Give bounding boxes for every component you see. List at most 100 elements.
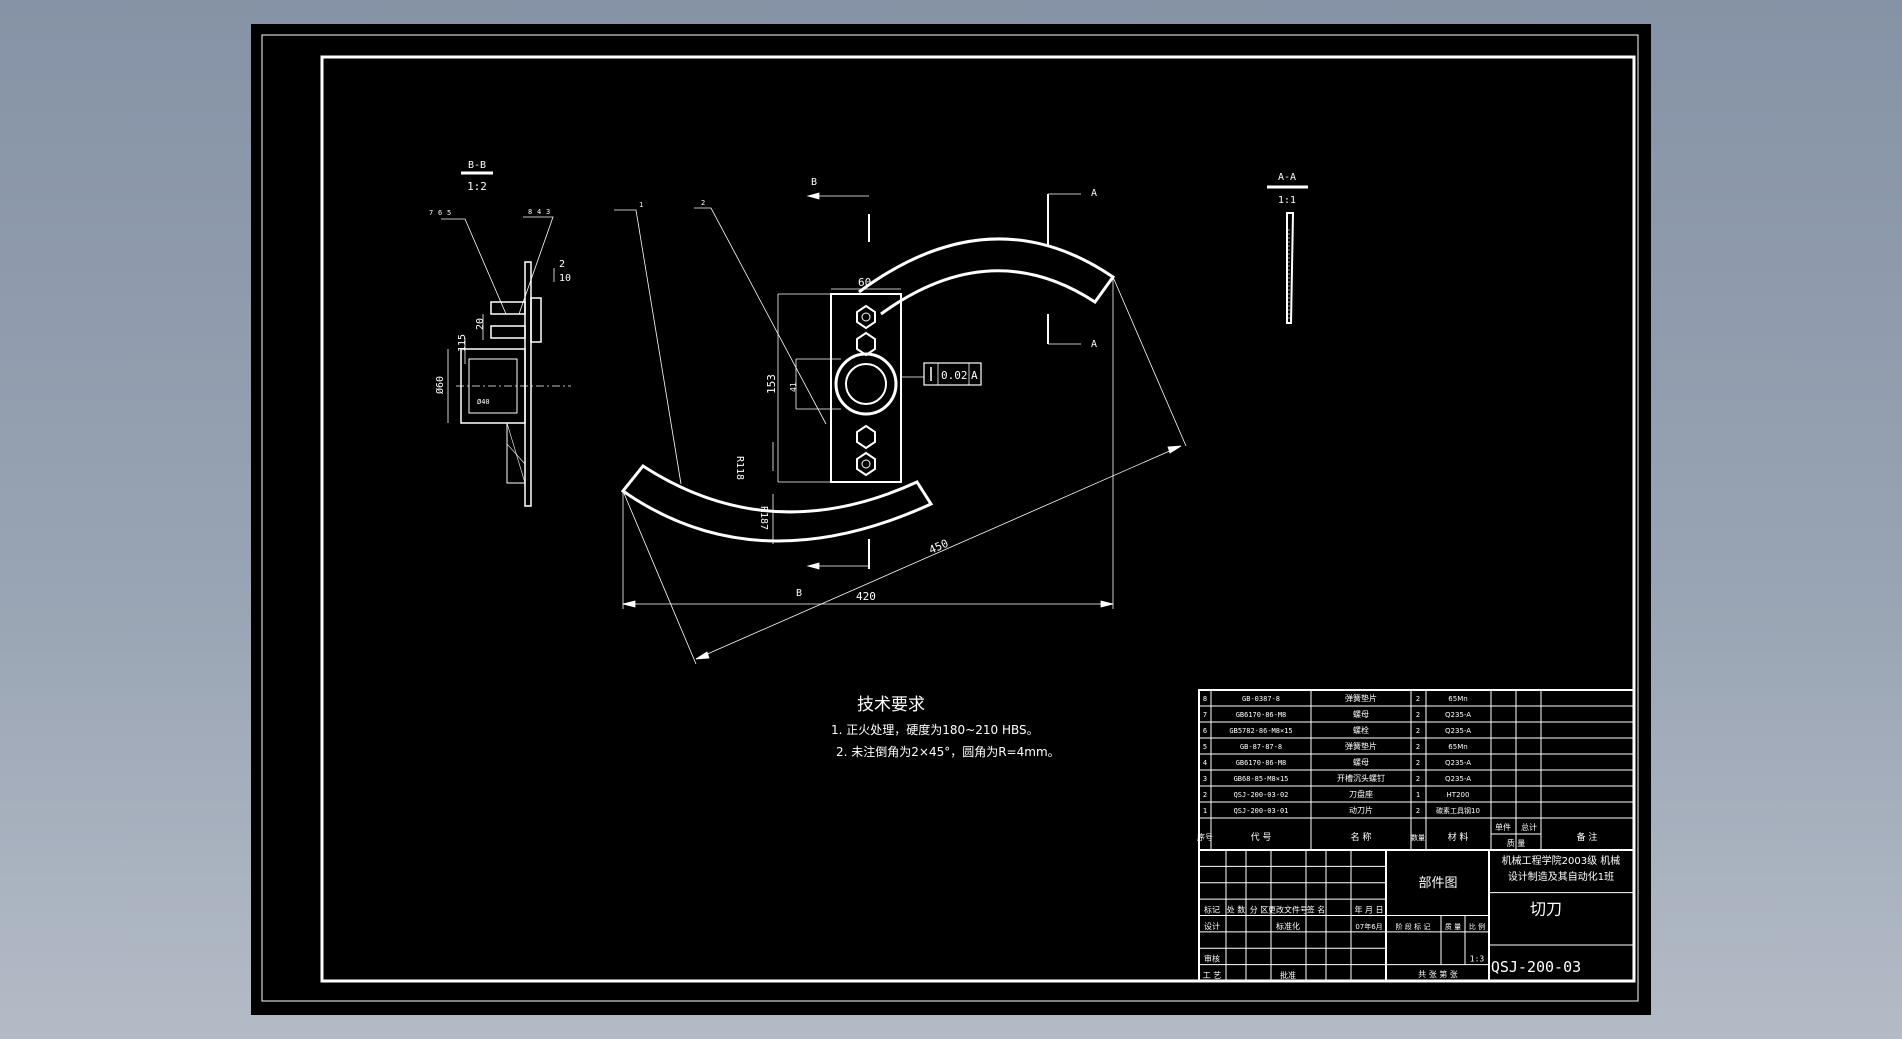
bom-row-material: 碳素工具钢10 [1436,806,1480,815]
cut-label-a-top: A [1091,188,1097,199]
tolerance-value: 0.02 [941,369,968,382]
bolt-hex-4 [856,451,876,477]
bom-header-weight: 质 量 [1507,838,1526,848]
main-dimensions [614,192,1187,665]
bom-row-code: QSJ-200-03-01 [1234,807,1289,815]
dim-420: 420 [856,590,876,603]
tb-label-scale: 比 例 [1469,922,1485,931]
cut-label-a-bottom: A [1091,339,1097,350]
bolt-hex-3 [856,424,876,450]
tb-label-sheets: 共 张 第 张 [1418,969,1458,979]
section-bb-view: B-B 1:2 [429,160,571,507]
tb-label-process: 工 艺 [1203,971,1222,980]
dim-dia60: Ø60 [434,376,446,394]
bom-row-name: 螺栓 [1353,725,1369,735]
bom-row-name: 螺母 [1353,757,1369,767]
bom-row-code: GB5782-86-M8×15 [1229,727,1292,735]
cut-label-b-top: B [811,177,817,188]
tech-title: 技术要求 [857,695,925,715]
bom-row-code: QSJ-200-03-02 [1234,791,1289,799]
tb-label-weight: 质 量 [1445,922,1461,931]
bom-header-name: 名 称 [1351,831,1372,843]
main-labels: B B A A 60 153 41 420 450 R118 R187 1 2 … [639,177,1097,603]
svg-text:3: 3 [546,208,550,216]
bom-header-qty: 数量 [1411,833,1425,842]
bom-row-material: Q235-A [1445,759,1471,767]
tb-label-approve: 批准 [1280,970,1296,980]
dim-2: 2 [559,259,565,270]
bom-row-name: 弹簧垫片 [1345,693,1377,703]
lower-blade [620,464,934,543]
bom-row-qty: 2 [1416,743,1420,751]
tb-label-design: 设计 [1204,921,1220,931]
balloon-1: 1 [639,201,643,209]
bom-row-material: Q235-A [1445,727,1471,735]
bom-row-code: GB68-85-M8×15 [1234,775,1289,783]
dim-10: 10 [559,273,571,284]
bom-row-material: Q235-A [1445,711,1471,719]
bom-row-material: 65Mn [1448,743,1467,751]
bom-row-code: GB-87-87-8 [1240,743,1282,751]
dim-153: 153 [765,374,778,394]
tb-label-count: 处 数 [1227,905,1246,915]
tb-part-name: 切刀 [1530,900,1562,919]
main-cutter-view [620,237,1116,543]
tb-label-review: 审核 [1204,954,1220,964]
section-aa-scale: 1:1 [1278,195,1296,206]
tb-label-date: 年 月 日 [1354,905,1383,915]
bom-row-name: 弹簧垫片 [1345,741,1377,751]
bom-row-no: 2 [1203,791,1207,799]
bom-row-qty: 2 [1416,759,1420,767]
dim-r187: R187 [758,506,769,530]
bom-row-qty: 2 [1416,807,1420,815]
dim-bore: Ø40 [477,398,490,406]
svg-text:6: 6 [438,209,442,217]
tolerance-datum: A [971,369,978,382]
bom-row-material: Q235-A [1445,775,1471,783]
drawing-sheet: B-B 1:2 [251,24,1651,1015]
bom-row-material: HT200 [1447,791,1470,799]
bom-header-material: 材 料 [1448,831,1469,843]
tech-line-2: 2. 未注倒角为2×45°，圆角为R=4mm。 [836,744,1060,759]
bom-row-material: 65Mn [1448,695,1467,703]
tb-label-sign: 签 名 [1307,905,1326,915]
bom-row-name: 动刀片 [1349,805,1373,815]
tb-scale-value: 1:3 [1470,955,1485,964]
tb-label-change-doc: 更改文件号 [1268,905,1308,915]
balloon-left-b: 8 [528,208,532,216]
tb-label-zone: 分 区 [1250,906,1269,915]
section-aa-label: A-A [1278,172,1296,183]
outer-frame [261,34,1639,1002]
hub-plate [830,293,902,483]
bom-header-note: 备 注 [1577,831,1598,843]
bom-row-no: 8 [1203,695,1207,703]
bom-row-code: GB6170-86-M8 [1236,759,1287,767]
tb-org-line-1: 机械工程学院2003级 机械 [1502,854,1621,867]
dim-115: 115 [457,334,468,352]
bom-row-no: 1 [1203,807,1207,815]
tb-label-stage: 阶 段 标 记 [1396,922,1431,931]
bolt-hex-1 [856,304,876,330]
svg-text:5: 5 [447,209,451,217]
tb-org-line-2: 设计制造及其自动化1班 [1508,870,1614,883]
tb-label-date-value: 07年6月 [1355,922,1382,931]
bom-row-name: 刀盘座 [1349,789,1373,799]
dim-r118: R118 [734,456,745,480]
drawing-canvas[interactable]: B-B 1:2 [251,24,1651,1015]
bom-row-no: 3 [1203,775,1207,783]
bom-row-no: 6 [1203,727,1207,735]
balloon-2: 2 [701,199,705,207]
tech-requirements: 技术要求 1. 正火处理，硬度为180~210 HBS。 2. 未注倒角为2×4… [831,695,1060,759]
bom-row-qty: 2 [1416,695,1420,703]
bom-row-no: 7 [1203,711,1207,719]
section-aa-view: A-A 1:1 [1267,172,1308,324]
bom-row-name: 开槽沉头螺钉 [1337,773,1385,783]
tb-label-mark: 标记 [1204,905,1220,915]
bom-row-code: GB6170-86-M8 [1236,711,1287,719]
inner-frame [320,55,1636,983]
bom-row-name: 螺母 [1353,709,1369,719]
bom-row-no: 5 [1203,743,1207,751]
bom-header-no: 序号 [1197,832,1213,842]
